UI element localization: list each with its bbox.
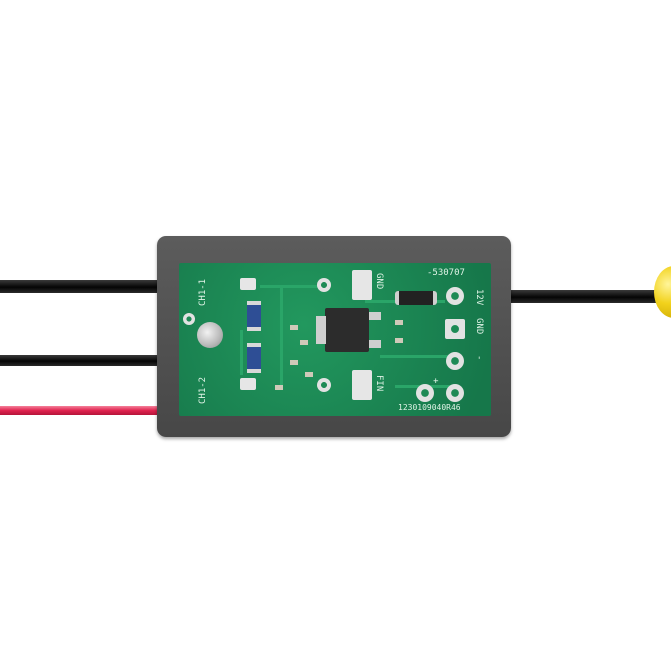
solder-pad <box>240 378 256 390</box>
red-wire-left <box>0 406 162 415</box>
smd-capacitor <box>290 325 298 330</box>
terminal-pad-minus <box>446 352 464 370</box>
smd-resistor <box>247 301 261 331</box>
solder-pad <box>240 278 256 290</box>
smd-capacitor <box>290 360 298 365</box>
part-number-label: -530707 <box>427 268 465 278</box>
serial-number-label: 1230109040R46 <box>398 403 461 412</box>
pcb-trace <box>380 355 450 358</box>
smd-capacitor <box>395 338 403 343</box>
smd-resistor <box>247 343 261 373</box>
via-pad <box>317 378 331 392</box>
black-wire-left-middle <box>0 355 162 366</box>
terminal-pad-lower-left <box>416 384 434 402</box>
transistor-tab <box>316 316 326 344</box>
smd-capacitor <box>300 340 308 345</box>
transistor-lead <box>369 340 381 348</box>
solder-pad-gnd <box>352 270 372 300</box>
pcb-trace <box>280 285 283 385</box>
label-ch2: CH1-2 <box>198 376 208 404</box>
via-pad <box>317 278 331 292</box>
yellow-wire-cap <box>654 266 671 318</box>
label-minus: - <box>474 355 484 361</box>
label-plus: + <box>430 378 440 384</box>
label-12v: 12V <box>474 289 484 306</box>
smd-capacitor <box>305 372 313 377</box>
electrolytic-capacitor <box>197 322 223 348</box>
smd-capacitor <box>275 385 283 390</box>
label-gnd: GND <box>474 318 484 335</box>
label-fin: FIN <box>374 375 384 392</box>
transistor-lead <box>369 312 381 320</box>
label-gnd-mid: GND <box>374 273 384 290</box>
via-pad <box>183 313 195 325</box>
smd-capacitor <box>395 320 403 325</box>
solder-pad-fin <box>352 370 372 400</box>
label-ch1: CH1-1 <box>198 278 208 306</box>
power-transistor <box>325 308 369 352</box>
terminal-pad-gnd <box>445 319 465 339</box>
pcb-trace <box>240 330 243 375</box>
black-wire-left-top <box>0 280 162 293</box>
smd-diode <box>395 291 437 305</box>
black-wire-right <box>505 290 663 303</box>
pcb-trace <box>260 285 330 288</box>
terminal-pad-plus <box>446 384 464 402</box>
terminal-pad-12v <box>446 287 464 305</box>
